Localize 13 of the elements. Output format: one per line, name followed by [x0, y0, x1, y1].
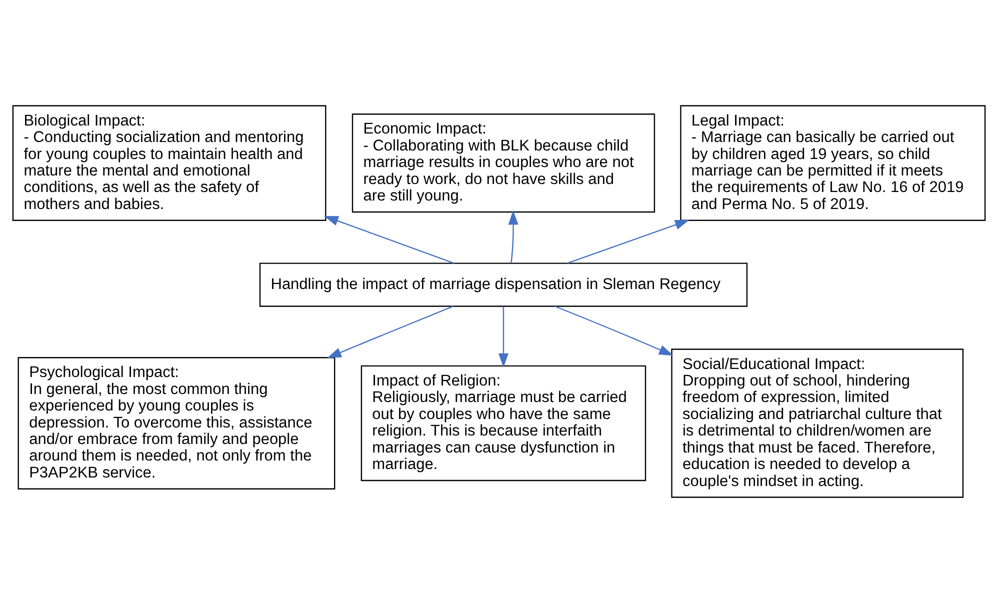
arrow: [567, 219, 690, 264]
arrow: [508, 210, 518, 263]
node-box: Social/Educational Impact: Dropping out of school, hindering freedom of expression, limited socializing and patriarchal culture that is detrimental to children/women are things that must be faced. Therefore, education is needed to develop a couple's mindset in acting.: [671, 348, 964, 498]
node-box: Legal Impact: - Marriage can basically be carried out by children aged 19 years, so child marriage can be permitted if it meets the requirements of Law No. 16 of 2019 and Perma No. 5 of 2019.: [680, 104, 986, 220]
arrow: [498, 306, 508, 368]
arrow: [324, 216, 454, 264]
arrow: [554, 305, 674, 356]
arrow: [327, 305, 454, 358]
node-box: Biological Impact: - Conducting socialization and mentoring for young couples to maintain health and mature the mental and emotional conditions, as well as the safety of mothers and babies.: [12, 104, 326, 220]
node-box: Handling the impact of marriage dispensation in Sleman Regency: [259, 262, 748, 306]
node-box: Psychological Impact: In general, the most common thing experienced by young couples is depression. To overcome this, assistance and/or embrace from family and people around them is needed, not only from the P3AP2KB service.: [18, 356, 336, 489]
node-box: Economic Impact: - Collaborating with BLK because child marriage results in couples who are not ready to work, do not have skills and are still young.: [352, 113, 656, 212]
node-box: Impact of Religion: Religiously, marriage must be carried out by couples who have the same religion. This is because interfaith marriages can cause dysfunction in marriage.: [360, 364, 646, 481]
